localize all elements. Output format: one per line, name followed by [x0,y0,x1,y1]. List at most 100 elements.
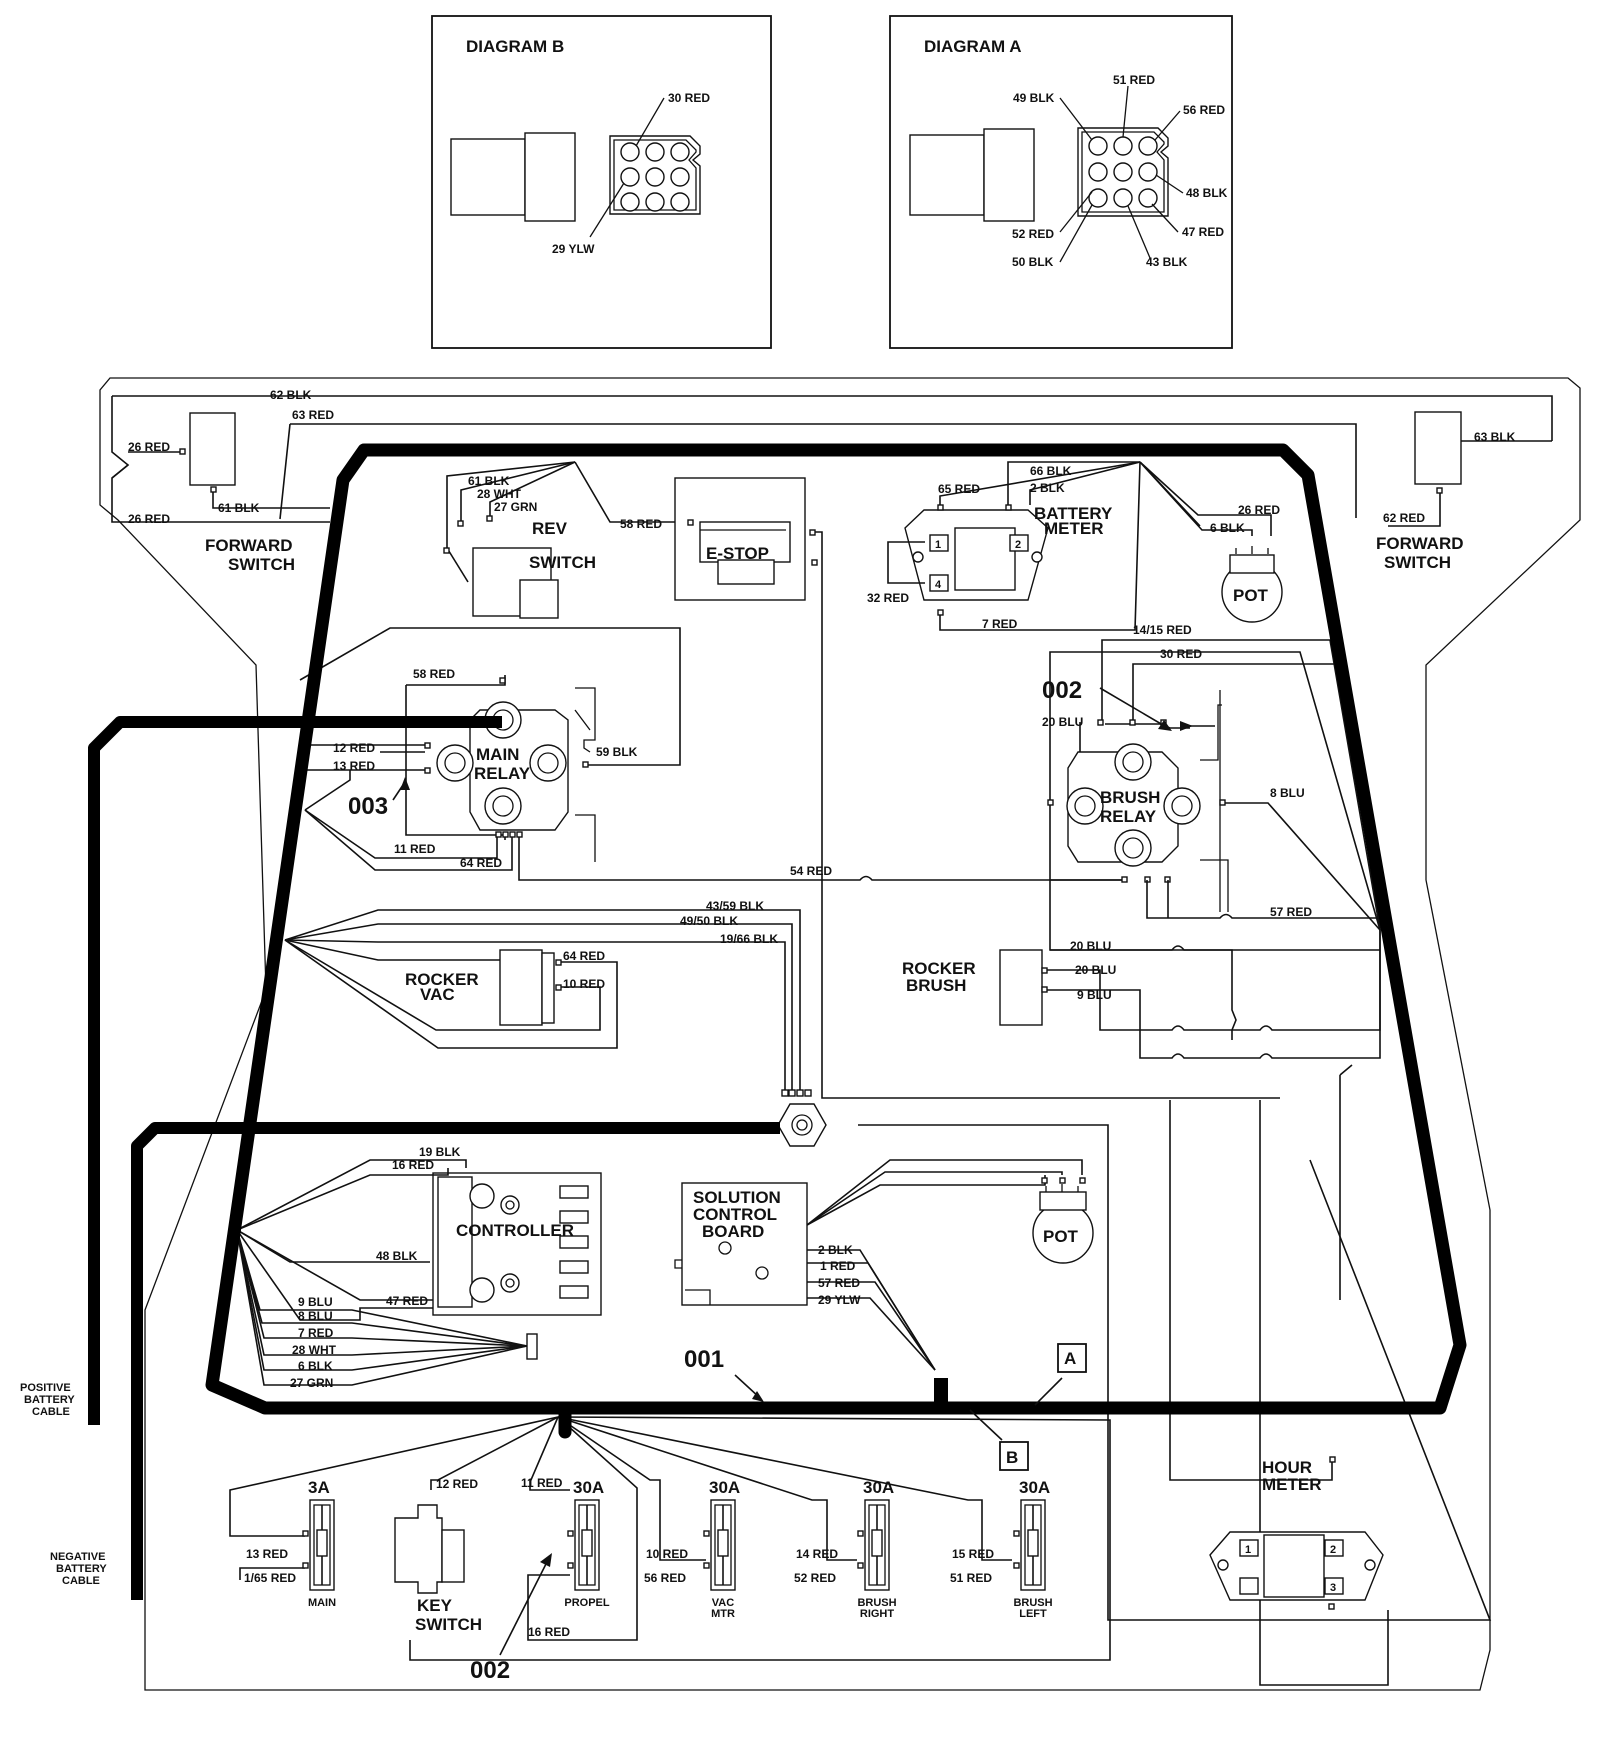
fuse-name: PROPEL [564,1597,610,1609]
solution-board-label: BOARD [702,1222,764,1241]
diagram-a-wire-label: 51 RED [1113,73,1155,87]
wire-label: 61 BLK [468,474,510,488]
harness-splice-b [934,1378,948,1406]
controller-label: CONTROLLER [456,1221,574,1240]
forward-switch-left-label: SWITCH [228,555,295,574]
fuse-name: LEFT [1019,1608,1047,1620]
diagram-a-wire-label: 47 RED [1182,225,1224,239]
wire-label: 57 RED [818,1276,860,1290]
negative-cable-label: NEGATIVE [50,1551,105,1563]
callout-001: 001 [684,1346,724,1373]
fuse-rating: 30A [1019,1478,1050,1497]
wire-label: 12 RED [333,741,375,755]
rev-switch-label: SWITCH [529,553,596,572]
positive-cable-label: POSITIVE [20,1382,71,1394]
negative-cable-label: BATTERY [56,1563,107,1575]
brush-relay-label: BRUSH [1100,788,1160,807]
main-relay-label: RELAY [474,764,531,783]
wire-label: 54 RED [790,864,832,878]
wire-label: 64 RED [563,949,605,963]
wire-label: 9 BLU [1077,988,1112,1002]
wire-label: 11 RED [521,1476,563,1490]
forward-switch-right-body [1414,411,1462,485]
key-switch-label: KEY [417,1596,453,1615]
wire-label: 6 BLK [1210,521,1245,535]
diagram-a-pins [1088,136,1158,208]
diagram-b-wire-label: 29 YLW [552,242,595,256]
wire-label: 8 BLU [1270,786,1305,800]
wire-label: 32 RED [867,591,909,605]
wire-label: 13 RED [246,1547,288,1561]
wire-label: 58 RED [620,517,662,531]
wire-label: 16 RED [528,1625,570,1639]
wire-label: 14/15 RED [1133,623,1192,637]
lower-wiring: 19 BLK 16 RED 48 BLK 47 RED 9 BLU 8 BLU … [229,1145,1384,1661]
hour-meter-label: HOUR [1262,1458,1312,1477]
hour-meter-pin: 1 [1245,1544,1251,1556]
wire-label: 16 RED [392,1158,434,1172]
brush-relay-label: RELAY [1100,807,1157,826]
wire-label: 63 RED [292,408,334,422]
negative-cable-label: CABLE [62,1575,100,1587]
wire-label: 19/66 BLK [720,932,778,946]
hour-meter-label: METER [1262,1475,1322,1494]
wire-label: 30 RED [1160,647,1202,661]
wire-label: 62 RED [1383,511,1425,525]
wire-label: 2 BLK [818,1243,853,1257]
callout-a: A [1064,1349,1076,1368]
middle-wiring: 58 RED 12 RED 13 RED 59 BLK 11 RED 64 RE… [284,623,1492,1686]
wire-label: 9 BLU [298,1295,333,1309]
wire-label: 59 BLK [596,745,638,759]
wire-label: 7 RED [298,1326,334,1340]
wire-label: 1 RED [820,1259,856,1273]
wire-label: 57 RED [1270,905,1312,919]
forward-switch-right-label: FORWARD [1376,534,1464,553]
wire-label: 8 BLU [298,1309,333,1323]
forward-switch-left-label: FORWARD [205,536,293,555]
wire-label: 20 BLU [1075,963,1116,977]
main-relay-label: MAIN [476,745,519,764]
wire-label: 28 WHT [477,487,522,501]
wire-label: 56 RED [644,1571,686,1585]
fuse-name: BRUSH [1013,1597,1052,1609]
positive-cable-label: CABLE [32,1406,70,1418]
wire-label: 65 RED [938,482,980,496]
wire-label: 52 RED [794,1571,836,1585]
pot-top-label: POT [1233,586,1269,605]
fuse-name: BRUSH [857,1597,896,1609]
fuse-name: MAIN [308,1597,336,1609]
hour-meter-pin: 3 [1330,1582,1336,1594]
diagram-a-wire-label: 50 BLK [1012,255,1054,269]
battery-meter-label: BATTERY [1034,504,1113,523]
rocker-vac-label: ROCKER [405,970,479,989]
wire-label: 27 GRN [494,500,537,514]
wire-label: 14 RED [796,1547,838,1561]
callout-003: 003 [348,793,388,820]
diagram-a-wire-label: 56 RED [1183,103,1225,117]
diagram-a-wire-label: 48 BLK [1186,186,1228,200]
wire-label: 10 RED [563,977,605,991]
pot-mid-label: POT [1043,1227,1079,1246]
diagram-b-pins [620,142,690,212]
fuse-rating: 30A [573,1478,604,1497]
wire-label: 27 GRN [290,1376,333,1390]
wire-label: 28 WHT [292,1343,337,1357]
estop-label: E-STOP [706,544,769,563]
fuse-name: RIGHT [860,1608,895,1620]
diagram-a-wire-label: 49 BLK [1013,91,1055,105]
wire-label: 49/50 BLK [680,914,738,928]
fuse-rating: 30A [863,1478,894,1497]
callout-b: B [1006,1448,1018,1467]
wire-label: 20 BLU [1042,715,1083,729]
wire-label: 51 RED [950,1571,992,1585]
key-switch-label: SWITCH [415,1615,482,1634]
forward-switch-left-body [189,412,236,486]
diagram-a-wire-label: 43 BLK [1146,255,1188,269]
diagram-b-panel: DIAGRAM B 30 RED 29 YLW [431,15,772,349]
fuse-rating: 3A [308,1478,330,1497]
rev-switch-label: REV [532,519,568,538]
wire-label: 11 RED [394,842,436,856]
